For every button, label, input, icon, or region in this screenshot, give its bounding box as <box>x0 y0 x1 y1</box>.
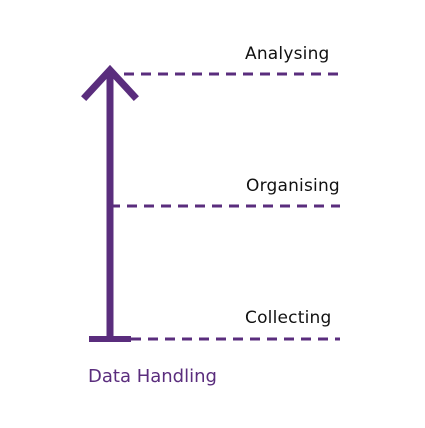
stage-label-analysing: Analysing <box>245 44 330 64</box>
arrow-head <box>81 64 139 101</box>
diagram-caption: Data Handling <box>88 366 217 387</box>
stage-label-collecting: Collecting <box>245 308 332 328</box>
stage-label-organising: Organising <box>246 176 340 196</box>
